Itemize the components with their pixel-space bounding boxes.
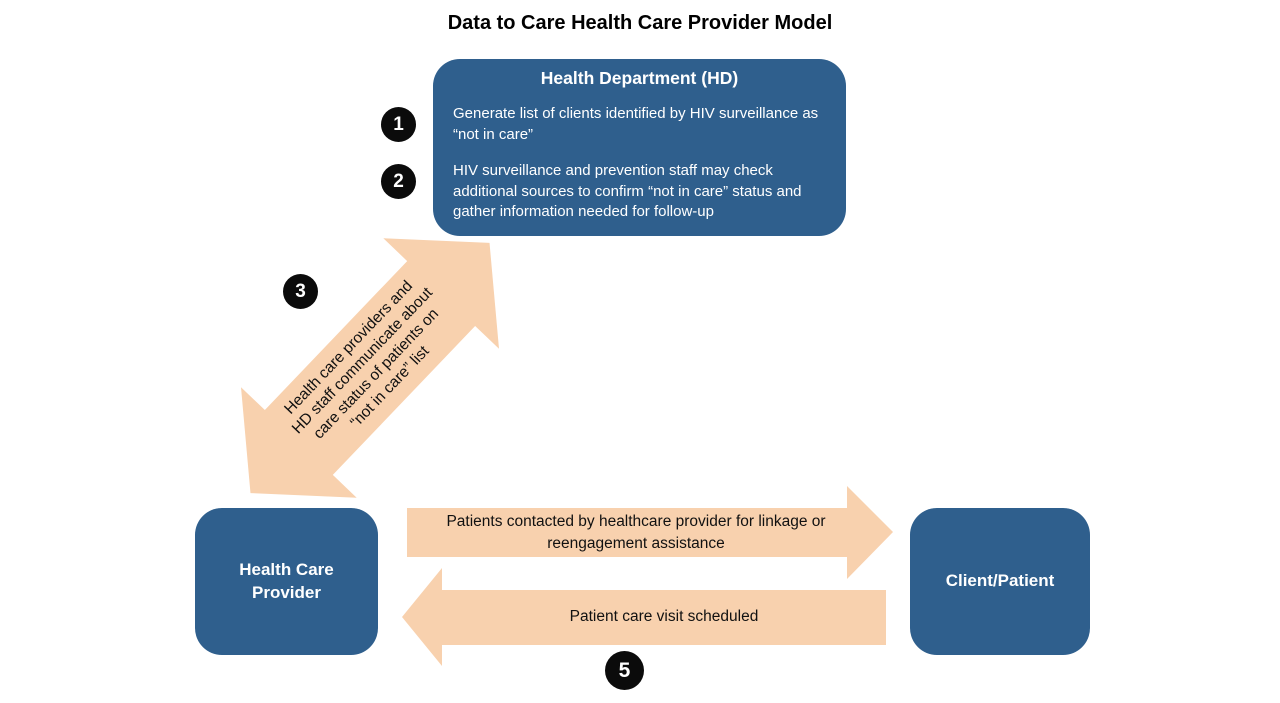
client-patient-label: Client/Patient <box>945 571 1055 591</box>
diagonal-double-arrow <box>241 238 499 498</box>
health-department-step1-text: Generate list of clients identified by H… <box>453 105 819 143</box>
client-patient-label-wrap: Client/Patient <box>910 508 1090 655</box>
health-care-provider-label: Health Care Provider <box>239 559 334 602</box>
right-arrow-label: Patients contacted by healthcare provide… <box>446 513 826 552</box>
health-department-step2-text: HIV surveillance and prevention staff ma… <box>453 162 802 221</box>
left-arrow-label: Patient care visit scheduled <box>569 608 759 625</box>
health-department-title: Health Department (HD) <box>540 68 739 88</box>
page-title: Data to Care Health Care Provider Model <box>447 12 833 34</box>
step-badge-2: 2 <box>381 164 416 199</box>
step-badge-3: 3 <box>283 274 318 309</box>
step-badge-1: 1 <box>381 107 416 142</box>
health-care-provider-box: Health Care Provider <box>195 508 378 655</box>
client-patient-box: Client/Patient <box>910 508 1090 655</box>
health-care-provider-label-wrap: Health Care Provider <box>195 508 378 655</box>
health-department-box: Health Department (HD) Generate list of … <box>433 59 846 236</box>
left-arrow <box>402 568 886 666</box>
step-badge-5: 5 <box>605 651 644 690</box>
right-arrow <box>407 486 893 579</box>
